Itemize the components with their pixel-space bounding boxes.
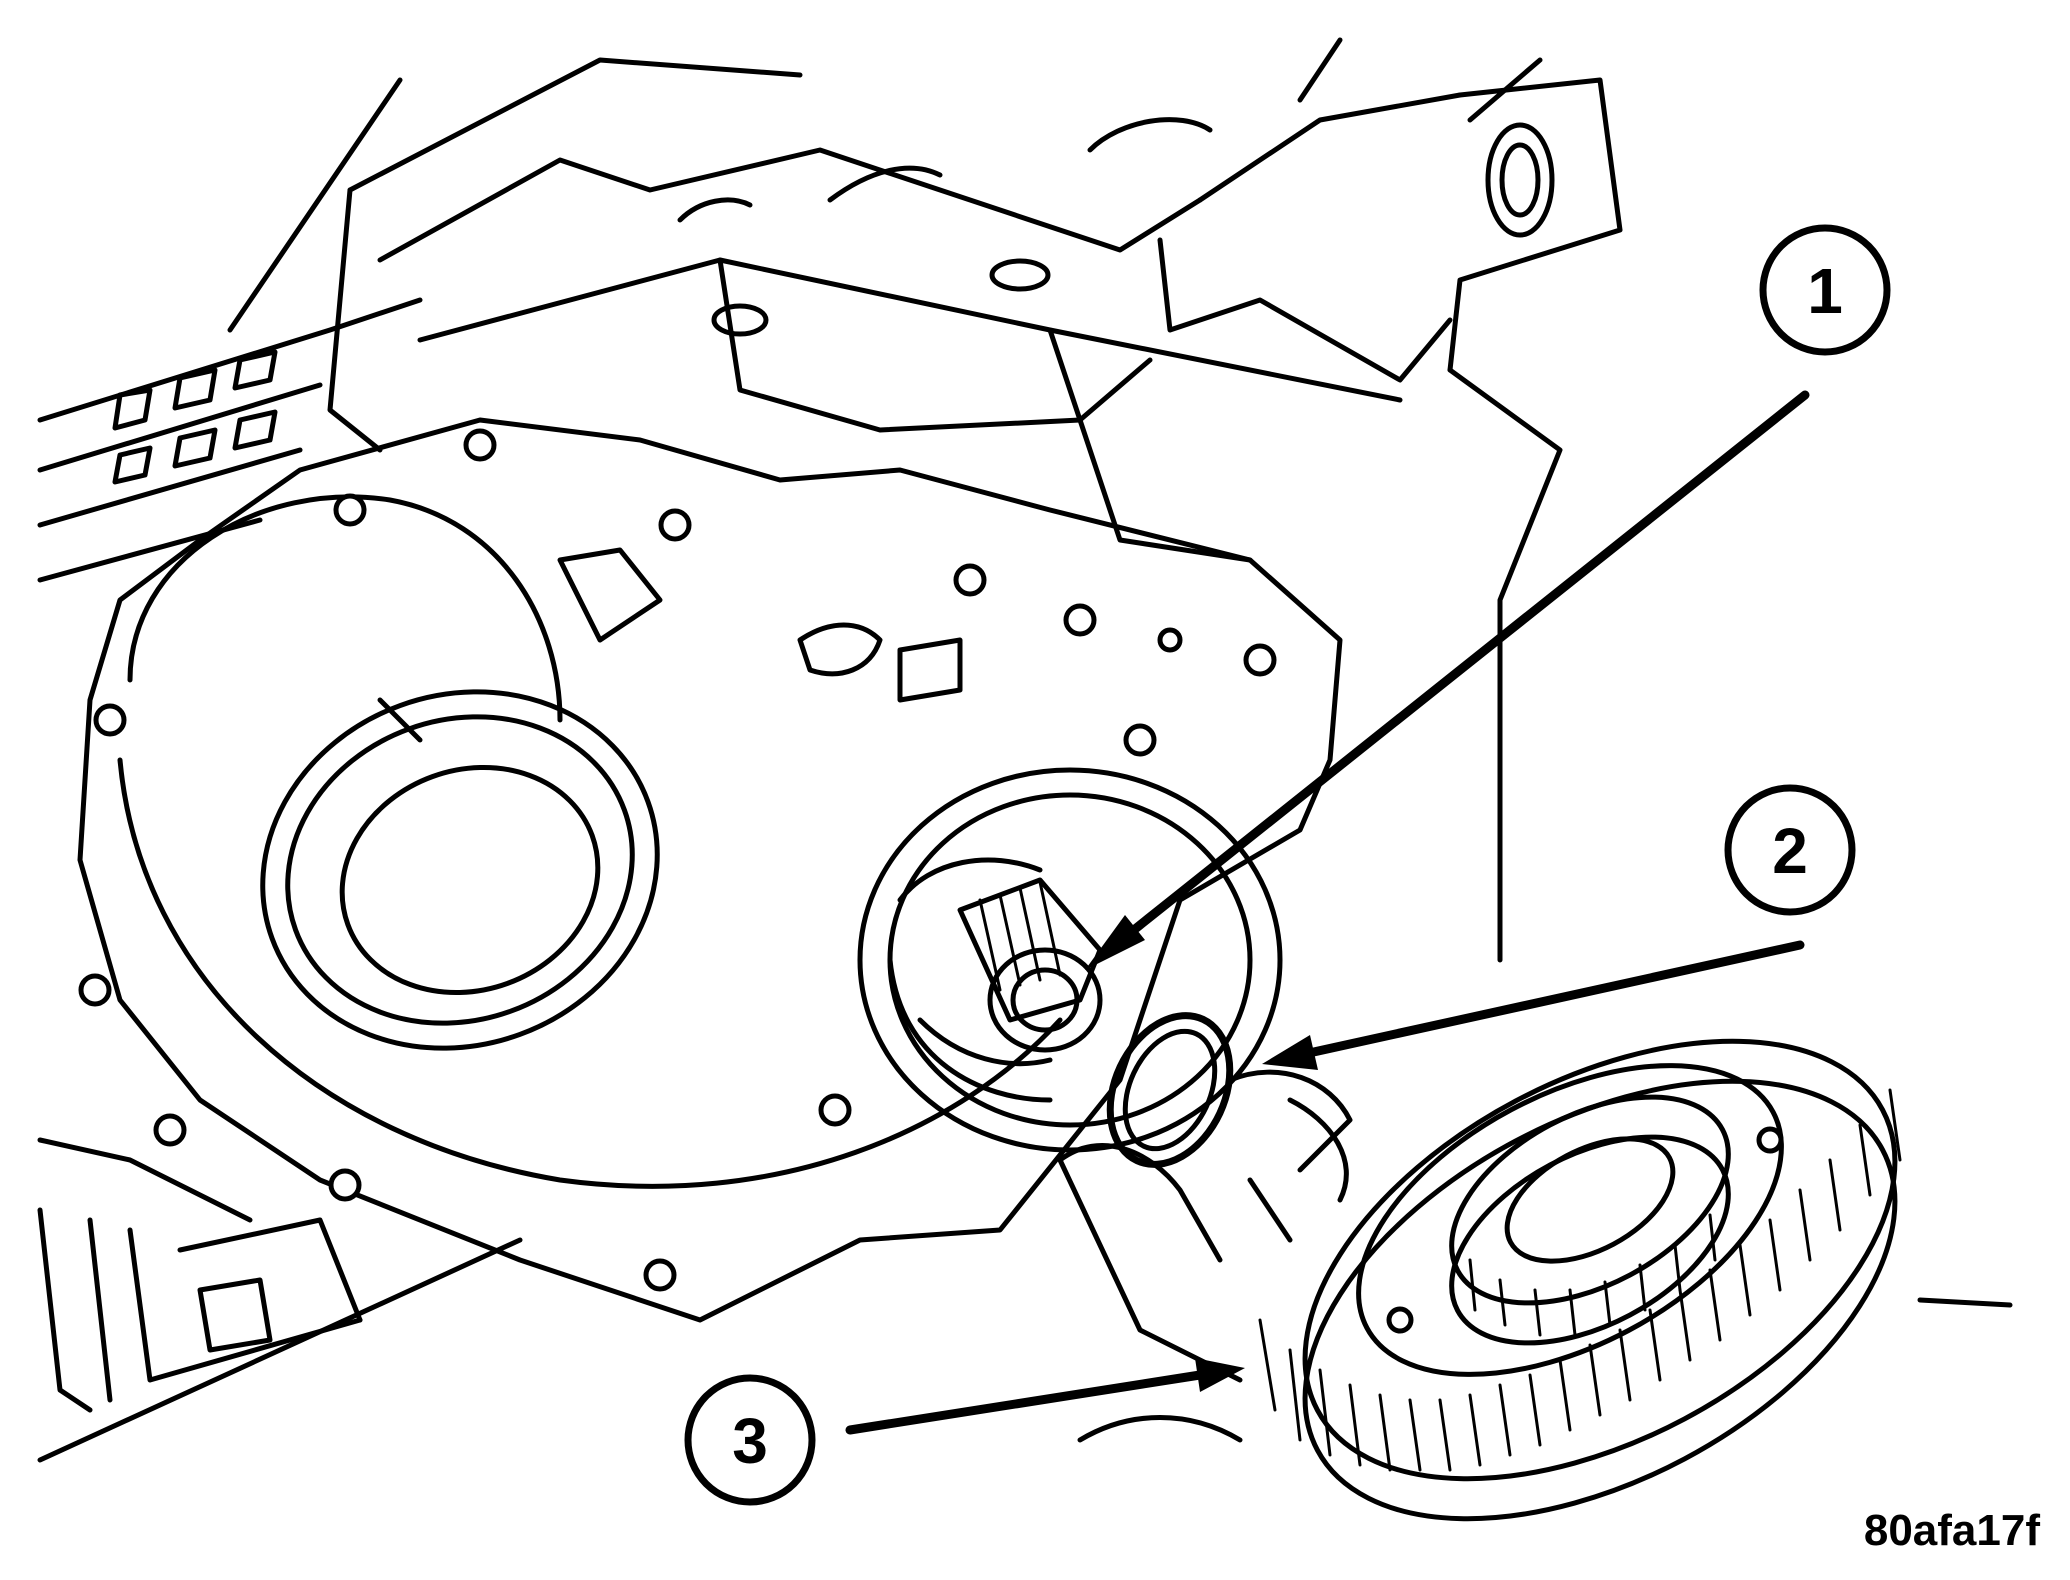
callout-1: 1 [1759,224,1891,356]
figure-id: 80afa17f [1864,1506,2040,1555]
thrust-washer [1106,1012,1234,1168]
callout-3: 3 [684,1374,816,1506]
case-rails [37,297,423,583]
arrowhead-1 [1085,915,1145,970]
callout-3-label: 3 [732,1405,768,1477]
case-half-flange [77,417,1343,1323]
leader-lines [845,390,1810,1435]
bearing-cone [987,947,1103,1053]
gear [1258,1038,2013,1522]
arrowhead-2 [1262,1035,1318,1070]
leader-line-1 [1110,390,1810,950]
callout-2: 2 [1724,784,1856,916]
callout-1-label: 1 [1807,255,1843,327]
leader-line-3 [845,1370,1205,1435]
upper-frame [227,37,1623,963]
leader-line-2 [1295,940,1805,1060]
lower-left-structure [37,1137,523,1463]
arrowhead-3 [1195,1358,1245,1392]
callout-2-label: 2 [1772,815,1808,887]
